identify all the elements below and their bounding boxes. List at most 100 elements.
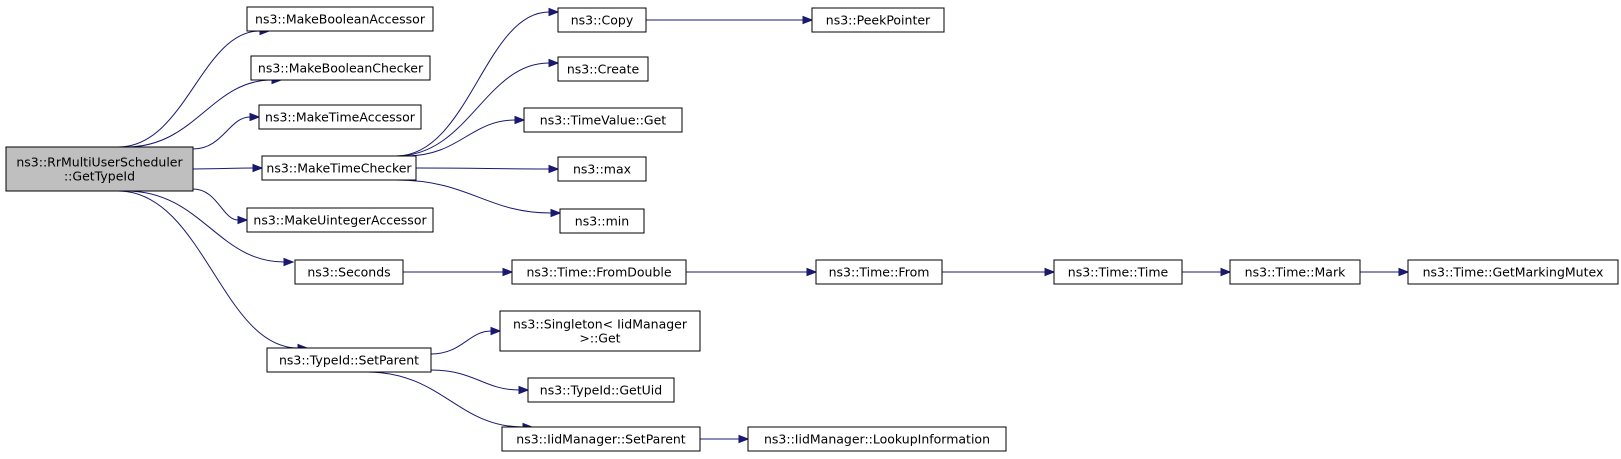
node-ns3-time-mark[interactable]: ns3::Time::Mark [1229, 259, 1361, 285]
node-ns3-iidmanager-setparent[interactable]: ns3::IidManager::SetParent [501, 426, 701, 452]
edge-line [405, 119, 516, 157]
node-label: ns3::MakeUintegerAccessor [253, 213, 427, 228]
edge-line [430, 369, 520, 391]
node-box [250, 55, 431, 81]
node-label: ns3::Time::From [829, 265, 930, 280]
node-box [1229, 259, 1361, 285]
node-box [1053, 259, 1183, 285]
node-box [557, 7, 647, 33]
edge-fromdouble-to-from [686, 267, 818, 277]
node-ns3-time-from[interactable]: ns3::Time::From [815, 259, 943, 285]
edge-iidsp-to-lookup [700, 434, 750, 444]
node-box [557, 156, 647, 182]
edge-mtc-to-max [415, 164, 560, 174]
edge-line [117, 190, 299, 349]
node-ns3-makeuintegeraccessor[interactable]: ns3::MakeUintegerAccessor [246, 207, 434, 233]
arrowhead [518, 385, 530, 395]
edge-line [125, 190, 285, 263]
node-box [747, 426, 1007, 452]
node-ns3-copy[interactable]: ns3::Copy [557, 7, 647, 33]
node-ns3-time-getmarkingmutex[interactable]: ns3::Time::GetMarkingMutex [1407, 259, 1619, 285]
edge-root-to-mua [192, 188, 249, 225]
edge-line [117, 30, 261, 148]
node-box [511, 259, 687, 285]
edge-mark-to-gmm [1360, 267, 1410, 277]
node-box [523, 107, 683, 133]
edge-line [415, 167, 550, 170]
node-ns3-typeid-setparent[interactable]: ns3::TypeId::SetParent [266, 347, 432, 373]
node-ns3-timevalue-get[interactable]: ns3::TimeValue::Get [523, 107, 683, 133]
edge-root-to-mtc [192, 163, 264, 173]
edge-root-to-mba [117, 26, 271, 148]
node-box [246, 207, 434, 233]
node-label: ns3::max [573, 162, 631, 177]
node-ns3-rrmultiuserscheduler-gettypeid[interactable]: ns3::RrMultiUserScheduler::GetTypeId [5, 146, 194, 192]
node-label: ns3::Singleton< IidManager [513, 317, 688, 332]
call-graph-nodes: ns3::RrMultiUserScheduler::GetTypeIdns3:… [5, 6, 1619, 452]
node-label: ns3::Seconds [307, 265, 390, 280]
node-box [266, 347, 432, 373]
edge-line [192, 188, 239, 221]
edge-line [430, 330, 492, 355]
edge-mtc-to-copy [395, 7, 560, 157]
node-label: >::Get [579, 331, 620, 346]
arrowhead [1220, 267, 1232, 277]
arrowhead [548, 164, 560, 174]
node-ns3-time-time[interactable]: ns3::Time::Time [1053, 259, 1183, 285]
arrowhead [502, 267, 514, 277]
node-box [1407, 259, 1619, 285]
edge-tsp-to-singleton [430, 326, 502, 355]
node-label: ns3::Create [567, 62, 640, 77]
node-ns3-makebooleanchecker[interactable]: ns3::MakeBooleanChecker [250, 55, 431, 81]
node-ns3-seconds[interactable]: ns3::Seconds [294, 259, 404, 285]
node-label: ns3::PeekPointer [826, 13, 931, 28]
edge-line [366, 371, 524, 428]
edge-line [192, 116, 251, 150]
node-ns3-iidmanager-lookupinformation[interactable]: ns3::IidManager::LookupInformation [747, 426, 1007, 452]
node-label: ns3::MakeBooleanChecker [258, 61, 424, 76]
edge-line [125, 79, 273, 148]
node-label: ns3::MakeBooleanAccessor [255, 12, 426, 27]
node-label: ns3::Time::FromDouble [526, 265, 671, 280]
node-box [261, 155, 417, 181]
node-ns3-typeid-getuid[interactable]: ns3::TypeId::GetUid [527, 377, 675, 403]
call-graph-edges [117, 7, 1410, 444]
arrowhead [237, 215, 249, 225]
node-ns3-maketimeaccessor[interactable]: ns3::MakeTimeAccessor [258, 104, 422, 130]
node-label: ns3::IidManager::LookupInformation [764, 432, 990, 447]
arrowhead [252, 163, 264, 173]
edge-root-to-mbc [125, 75, 283, 148]
node-box [557, 56, 649, 82]
edge-mtc-to-create [395, 58, 560, 157]
arrowhead [1044, 267, 1056, 277]
node-label: ns3::TypeId::GetUid [540, 383, 662, 398]
edge-sec-to-fromdouble [403, 267, 514, 277]
node-box [501, 426, 701, 452]
arrowhead [490, 326, 502, 336]
edge-tsp-to-iidsp [366, 371, 534, 432]
node-ns3-makebooleanaccessor[interactable]: ns3::MakeBooleanAccessor [246, 6, 434, 32]
node-ns3-time-fromdouble[interactable]: ns3::Time::FromDouble [511, 259, 687, 285]
node-ns3-min[interactable]: ns3::min [559, 208, 645, 234]
node-label: ns3::Time::Time [1068, 265, 1169, 280]
edge-tsp-to-getuid [430, 369, 530, 395]
edge-time-to-mark [1182, 267, 1232, 277]
arrowhead [550, 208, 562, 218]
node-ns3-singleton-iidmanager-get[interactable]: ns3::Singleton< IidManager >::Get [499, 310, 701, 352]
arrowhead [802, 15, 814, 25]
node-label: ns3::RrMultiUserScheduler [16, 155, 183, 170]
node-ns3-peekpointer[interactable]: ns3::PeekPointer [811, 7, 945, 33]
edge-copy-to-peek [646, 15, 814, 25]
node-ns3-create[interactable]: ns3::Create [557, 56, 649, 82]
arrowhead [283, 257, 295, 267]
node-ns3-max[interactable]: ns3::max [557, 156, 647, 182]
node-box [811, 7, 945, 33]
node-ns3-maketimechecker[interactable]: ns3::MakeTimeChecker [261, 155, 417, 181]
node-label: ns3::Time::Mark [1245, 265, 1346, 280]
node-box [246, 6, 434, 32]
edge-mtc-to-tvget [405, 115, 526, 157]
node-label: ns3::TypeId::SetParent [279, 353, 419, 368]
arrowhead [738, 434, 750, 444]
node-box [559, 208, 645, 234]
